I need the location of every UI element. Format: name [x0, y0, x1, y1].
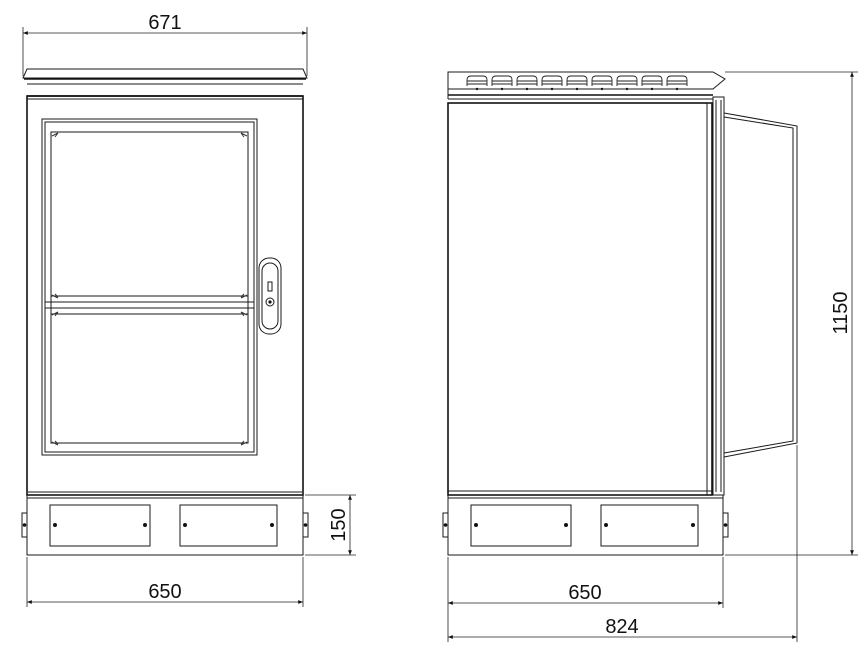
- ac-unit: [723, 112, 798, 458]
- front-view: [21, 27, 356, 607]
- dim-front-base: [305, 494, 356, 556]
- side-plinth: [442, 494, 729, 556]
- dim-side-height: [725, 71, 858, 556]
- door-handle: [258, 257, 282, 335]
- side-body: [447, 102, 713, 496]
- roof-vents: [466, 75, 688, 86]
- side-vent-panel-right: [600, 504, 699, 547]
- label-front-bottom-width: 650: [148, 581, 181, 603]
- label-side-total-height: 1150: [830, 291, 852, 334]
- label-side-total-width: 824: [605, 616, 638, 638]
- vent-panel-right: [179, 504, 278, 547]
- dim-side-total-width: [448, 445, 798, 642]
- door-window: [41, 118, 258, 456]
- front-roof: [22, 68, 308, 79]
- door-edge: [712, 96, 725, 496]
- label-front-base-height: 150: [328, 508, 350, 541]
- label-front-top-width: 671: [148, 12, 181, 34]
- dim-front-top: [22, 27, 308, 76]
- label-side-bottom-width: 650: [568, 582, 601, 604]
- side-roof: [447, 71, 726, 90]
- front-plinth: [21, 494, 309, 556]
- side-vent-panel-left: [470, 504, 572, 547]
- dim-front-bottom: [26, 557, 304, 607]
- dim-side-bottom: [447, 557, 724, 642]
- side-view: [442, 71, 858, 642]
- vent-panel-left: [49, 504, 151, 547]
